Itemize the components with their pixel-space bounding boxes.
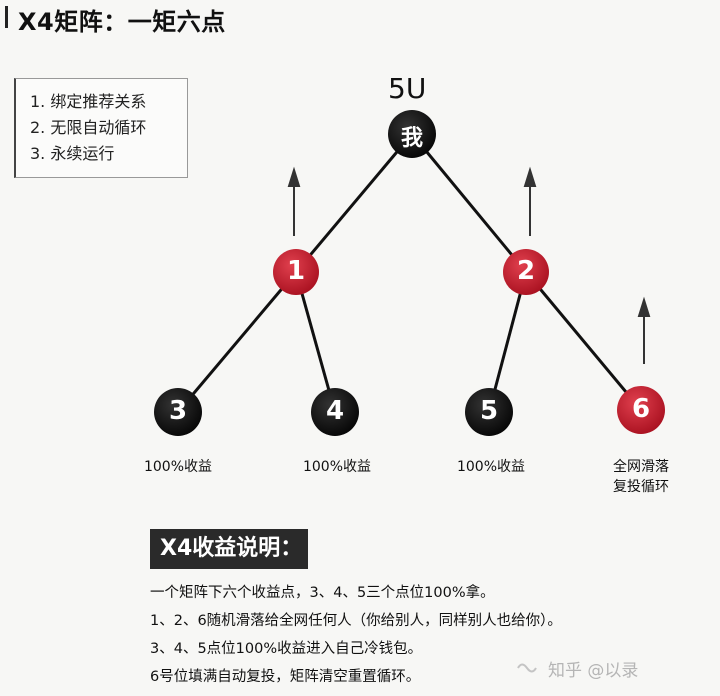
- features-box: 1. 绑定推荐关系 2. 无限自动循环 3. 永续运行: [14, 78, 188, 178]
- node-3: [154, 388, 202, 436]
- title-accent-bar: [5, 6, 8, 28]
- watermark-text: 知乎 @以录: [548, 661, 639, 681]
- node-4-caption: 100%收益: [302, 459, 372, 475]
- edge-2-6: [524, 271, 643, 411]
- explanation-line-1: 一个矩阵下六个收益点，3、4、5三个点位100%拿。: [150, 585, 495, 601]
- node-6-caption: 全网滑落 复投循环: [591, 457, 691, 497]
- node-root: [388, 110, 436, 158]
- explanation-line-2: 1、2、6随机滑落给全网任何人（你给别人，同样别人也给你）。: [150, 613, 562, 629]
- node-3-caption: 100%收益: [143, 459, 213, 475]
- edge-2-5: [487, 271, 528, 413]
- node-root-label: 我: [400, 126, 423, 151]
- up-arrow-icon: [523, 166, 537, 236]
- node-5-caption: 100%收益: [456, 459, 526, 475]
- node-2-label: 2: [516, 256, 536, 286]
- node-4: [311, 388, 359, 436]
- page-title: X4矩阵：一矩六点: [18, 8, 226, 36]
- explanation-line-4: 6号位填满自动复投，矩阵清空重置循环。: [150, 669, 421, 685]
- explanation-header: X4收益说明：: [150, 529, 308, 569]
- up-arrow-icon: [637, 296, 651, 364]
- node-6-label: 6: [631, 394, 651, 424]
- edge-root-2: [410, 133, 528, 273]
- node-5: [465, 388, 513, 436]
- node-6-caption-line1: 全网滑落: [613, 459, 669, 475]
- edge-1-4: [294, 271, 337, 413]
- watermark-icon: [517, 663, 537, 673]
- feature-item-2: 2. 无限自动循环: [30, 118, 147, 137]
- node-3-label: 3: [168, 396, 188, 426]
- edge-1-3: [176, 271, 298, 413]
- feature-item-1: 1. 绑定推荐关系: [30, 92, 147, 111]
- feature-item-3: 3. 永续运行: [30, 144, 115, 163]
- node-1: [273, 249, 319, 295]
- explanation-line-3: 3、4、5点位100%收益进入自己冷钱包。: [150, 641, 423, 657]
- node-6: [617, 386, 665, 434]
- edge-root-1: [294, 133, 414, 273]
- root-amount-label: 5U: [388, 72, 427, 105]
- node-1-label: 1: [286, 256, 306, 286]
- node-2: [503, 249, 549, 295]
- node-6-caption-line2: 复投循环: [613, 479, 669, 495]
- node-4-label: 4: [325, 396, 345, 426]
- node-5-label: 5: [479, 396, 499, 426]
- up-arrow-icon: [287, 166, 301, 236]
